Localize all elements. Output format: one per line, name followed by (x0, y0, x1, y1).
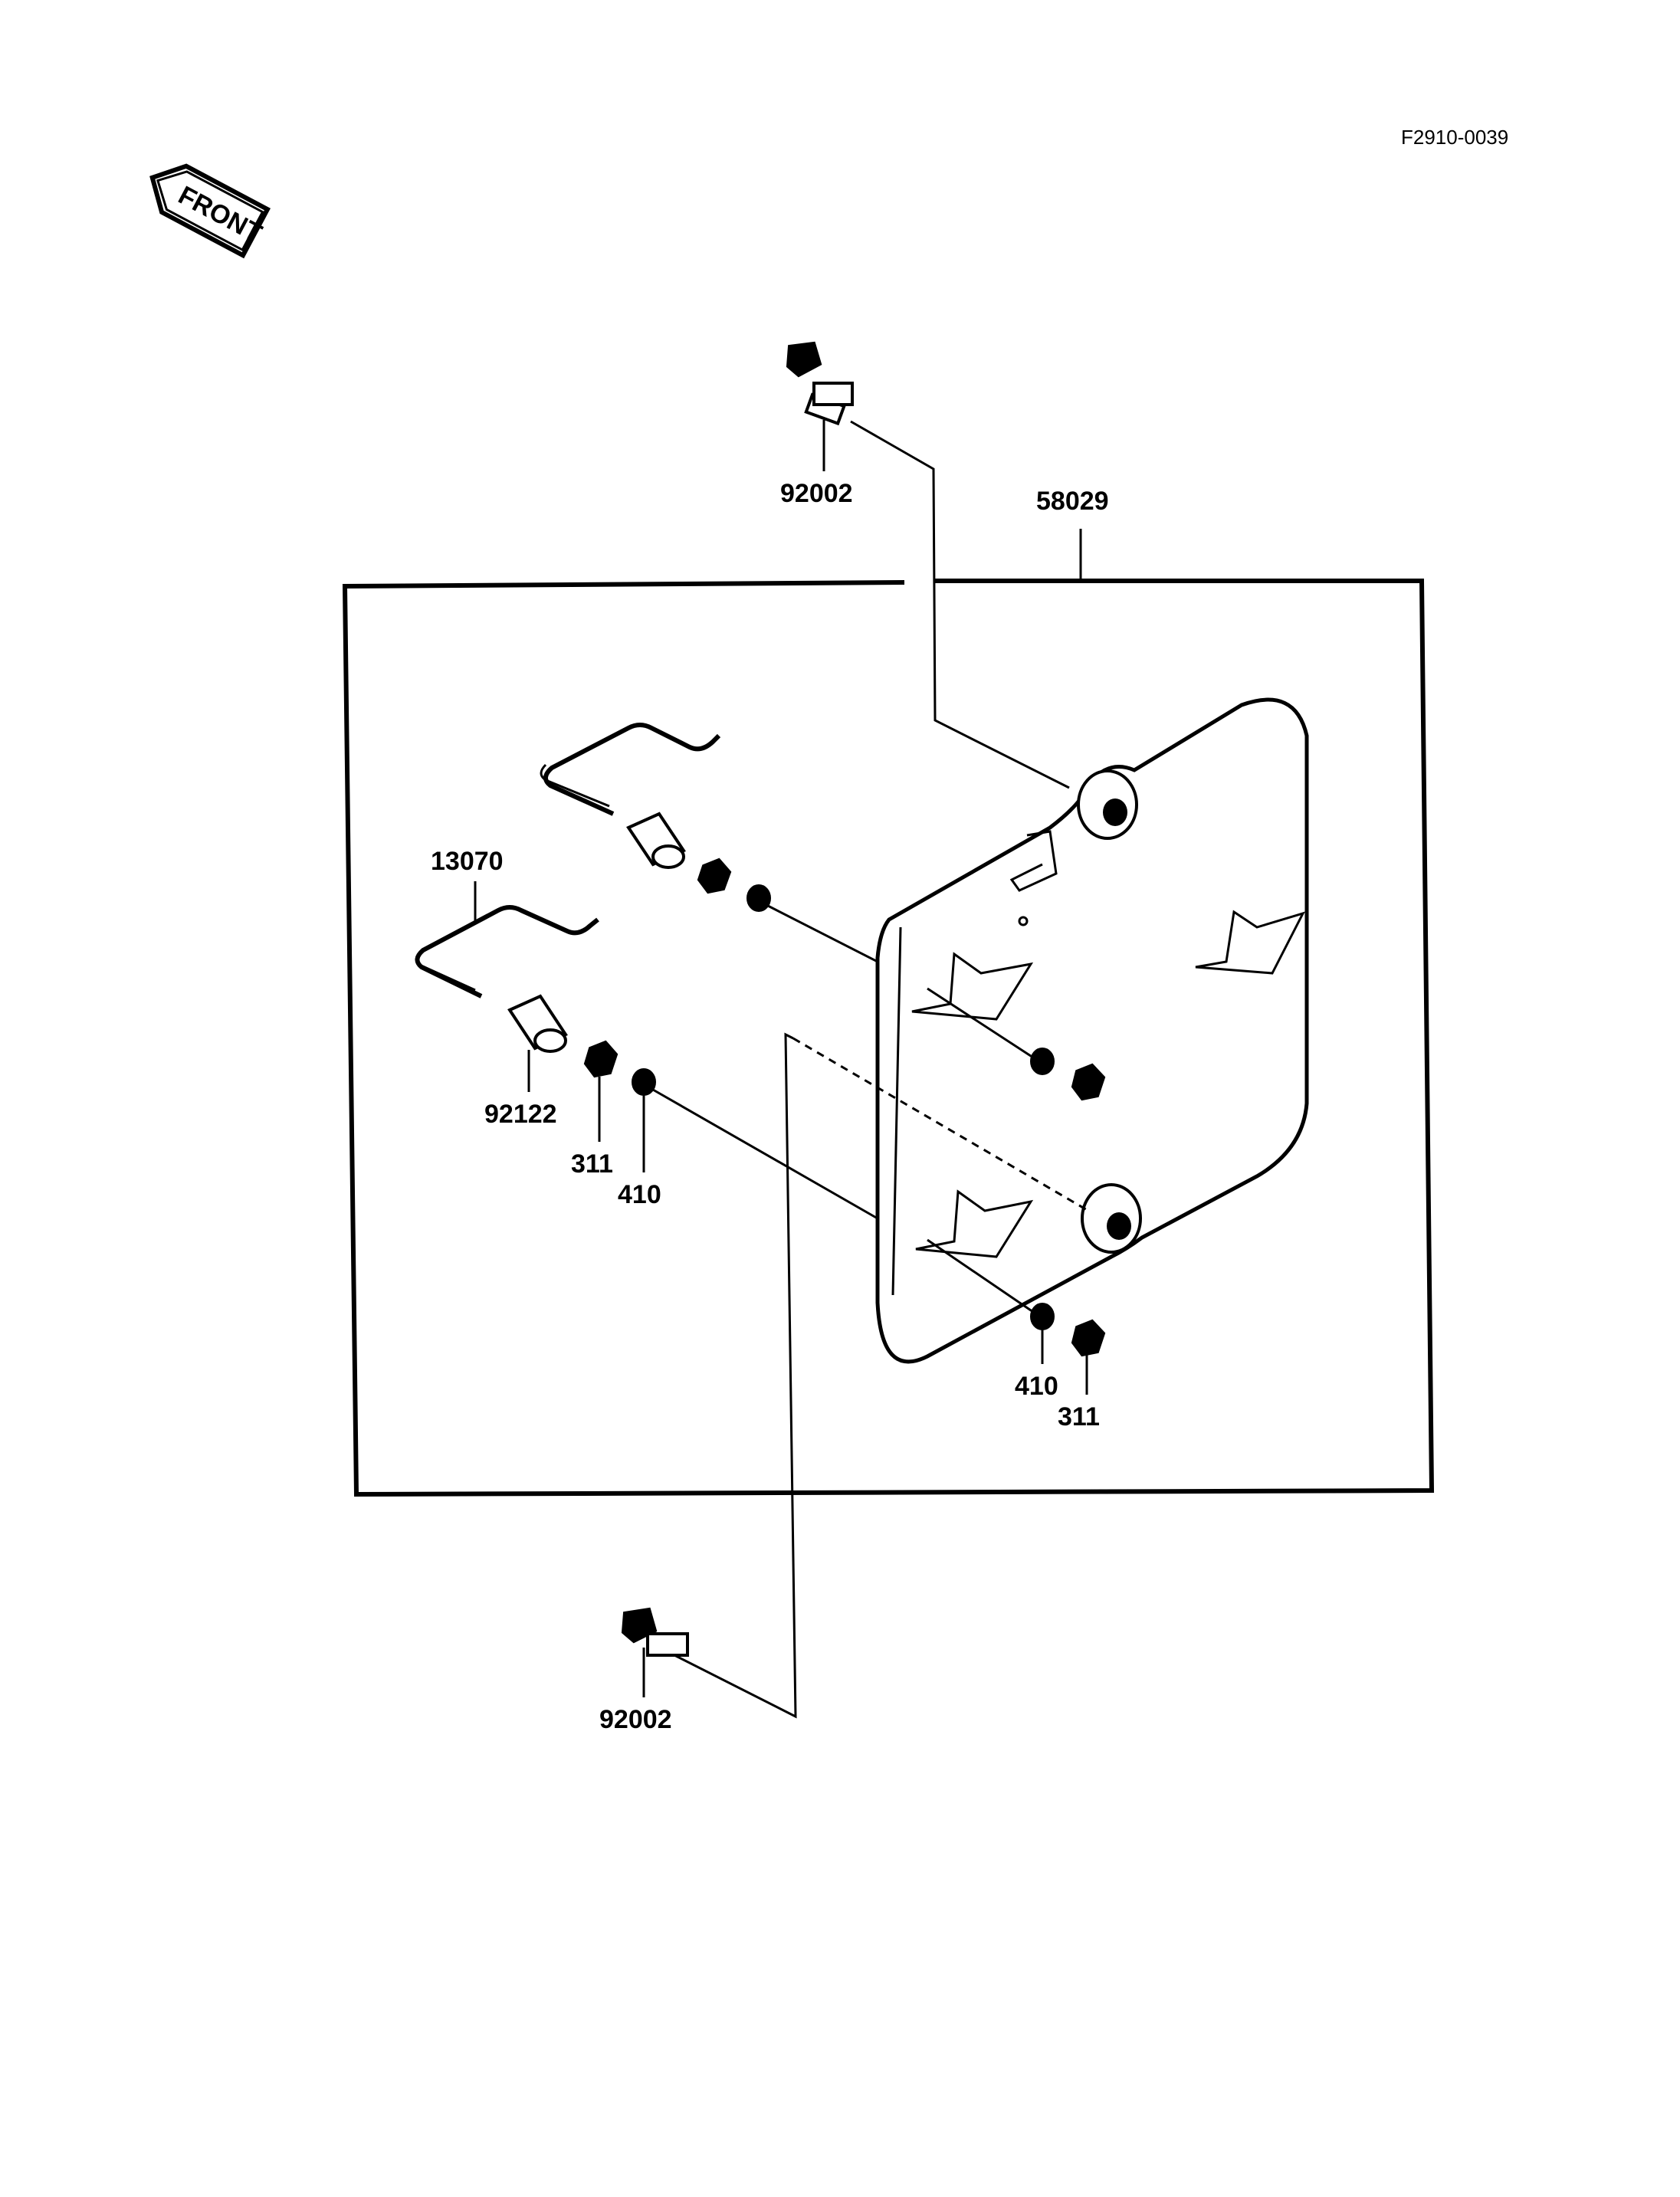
washer-right-upper (1030, 1048, 1055, 1075)
collar-lower (507, 994, 568, 1053)
plate-top-boss (1077, 769, 1138, 840)
front-arrow-icon: FRONT (149, 163, 271, 259)
plate-edge (891, 926, 902, 1296)
washer-lower-left (632, 1068, 656, 1096)
nut-right-lower (1071, 1319, 1106, 1357)
bolt-bottom-path-line (674, 1032, 797, 1719)
upper-bolt-line (767, 904, 878, 963)
washer-left-part-number: 410 (618, 1180, 661, 1209)
diagram-code: F2910-0039 (1401, 126, 1508, 149)
plate-hole (1018, 916, 1029, 926)
collar-part-number: 92122 (484, 1100, 557, 1129)
lower-bolt-line (652, 1088, 878, 1220)
bolt-top-part-number: 92002 (780, 479, 853, 508)
washer-right-part-number: 410 (1015, 1372, 1058, 1401)
plate-bottom-boss (1081, 1183, 1142, 1254)
plate-tab-lower-left (915, 1189, 1034, 1258)
assembly-part-number: 58029 (1036, 487, 1109, 516)
bracket-upper (540, 723, 721, 816)
bracket-lower (415, 905, 599, 998)
nut-right-upper (1071, 1063, 1106, 1101)
right-lower-line (927, 1238, 1034, 1313)
nut-left-part-number: 311 (571, 1149, 613, 1179)
bottom-boss-dashed-line (792, 1037, 1089, 1212)
right-upper-line (927, 987, 1034, 1059)
assembly-frame (342, 579, 1435, 1497)
plate-tab-right (1195, 910, 1305, 975)
collar-upper (626, 812, 686, 869)
nut-upper (697, 857, 732, 894)
bolt-bottom-part-number: 92002 (599, 1705, 672, 1734)
plate-clip-top (1009, 830, 1058, 892)
washer-right-lower (1030, 1303, 1055, 1330)
bolt-bottom (621, 1607, 689, 1657)
bolt-top-path-line (850, 420, 1070, 789)
nut-right-part-number: 311 (1058, 1402, 1100, 1431)
bracket-part-number: 13070 (431, 847, 504, 876)
washer-upper (746, 884, 771, 912)
nut-lower-left (583, 1040, 619, 1078)
bolt-top (786, 341, 854, 426)
